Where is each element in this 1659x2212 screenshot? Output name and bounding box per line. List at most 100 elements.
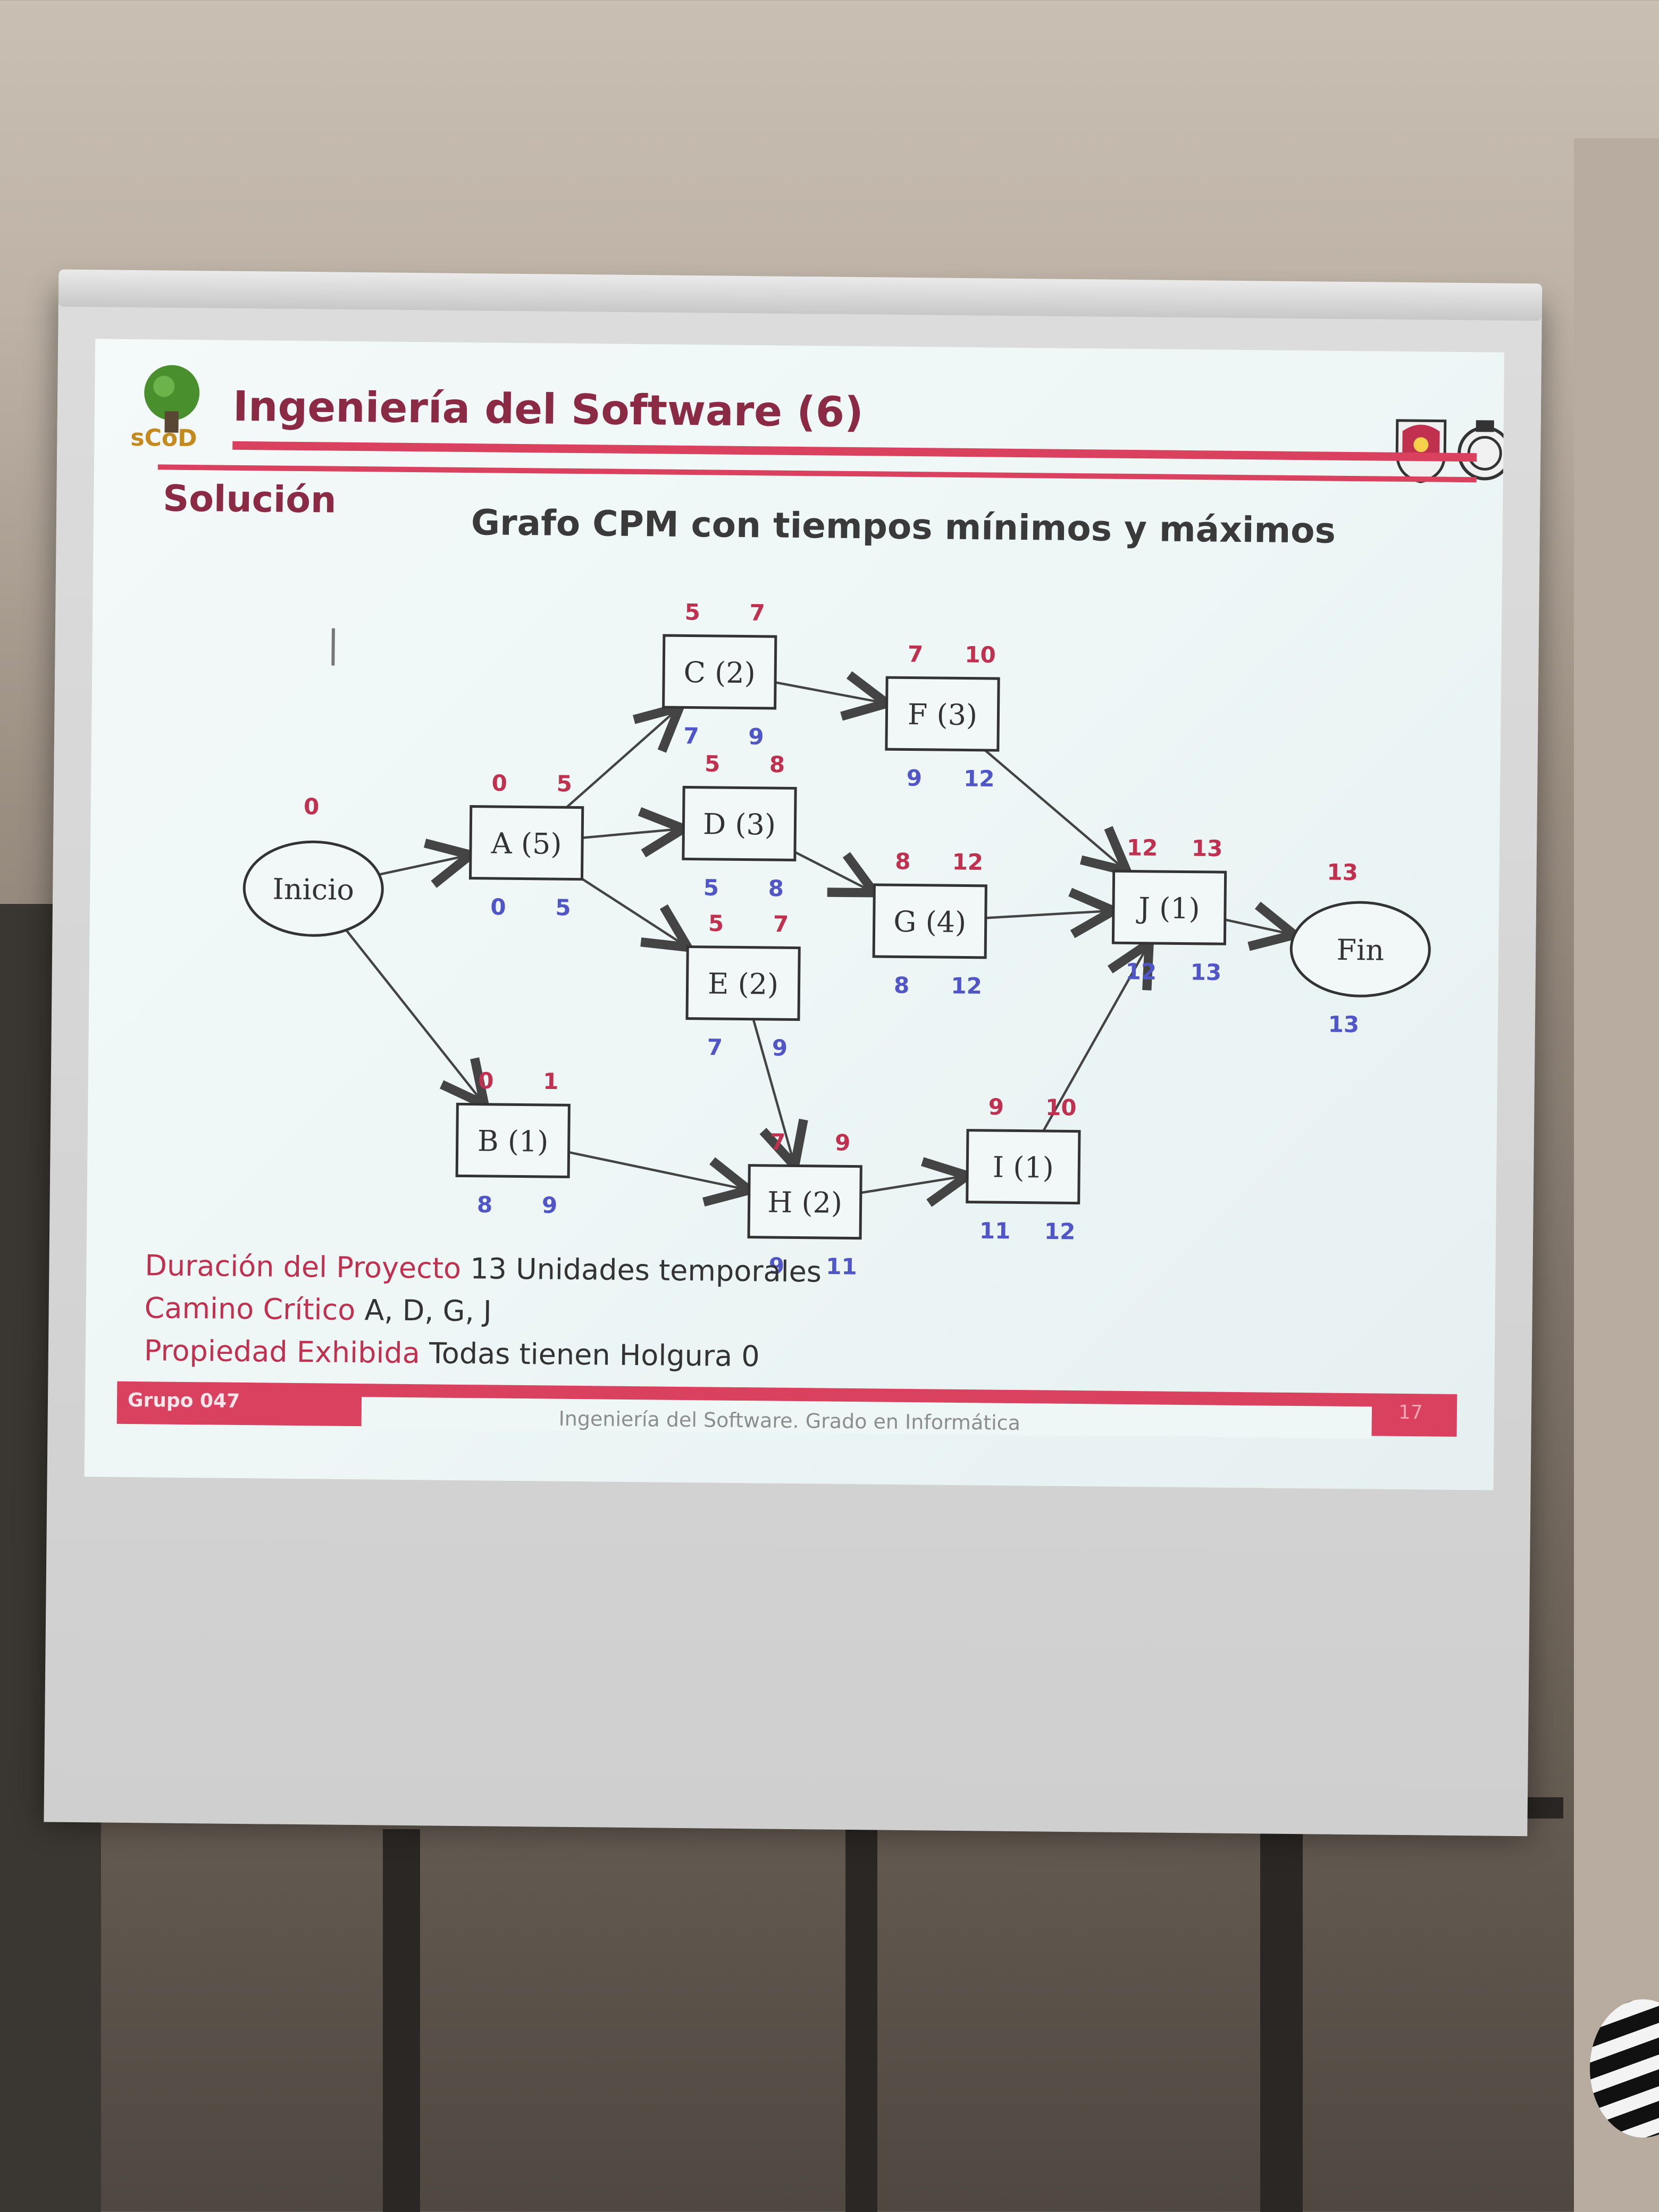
node-F-label: F (3) (908, 698, 978, 732)
node-fin-late-0: 13 (1328, 1011, 1359, 1038)
node-fin-early-0: 13 (1327, 859, 1358, 886)
edge-A-E (581, 877, 688, 948)
node-A-label: A (5) (490, 826, 562, 860)
node-H-late-1: 11 (826, 1253, 857, 1280)
node-C-shape (662, 634, 777, 710)
node-I: I (1) 9 10 11 12 (966, 1094, 1081, 1245)
node-B-shape (455, 1102, 571, 1178)
summary-critical-path: Camino Crítico A, D, G, J (144, 1291, 492, 1328)
node-F-early-0: 7 (908, 641, 924, 667)
node-A-late-0: 0 (490, 894, 506, 920)
node-I-label: I (1) (993, 1151, 1054, 1185)
node-B-late-0: 8 (477, 1192, 493, 1218)
node-E-early-1: 7 (773, 911, 789, 937)
node-G-late-0: 8 (894, 972, 910, 998)
node-fin-shape (1289, 901, 1431, 998)
node-fin-label: Fin (1336, 933, 1384, 967)
edge-E-H (752, 1019, 796, 1166)
edge-G-J (985, 909, 1113, 919)
node-I-early-0: 9 (988, 1094, 1004, 1120)
node-C-late-1: 9 (748, 724, 764, 750)
summary-duration: Duración del Proyecto 13 Unidades tempor… (145, 1249, 822, 1288)
node-J-early-1: 13 (1192, 835, 1223, 862)
footer-page-number: 17 (1398, 1401, 1423, 1424)
edge-B-H (568, 1151, 750, 1190)
node-B-label: B (1) (477, 1124, 549, 1158)
projected-slide: sCoD Ingeniería del Software (6) Solució… (84, 339, 1505, 1490)
node-A-shape (468, 805, 584, 881)
node-C-early-1: 7 (749, 600, 765, 626)
node-I-late-0: 11 (979, 1218, 1011, 1244)
node-H-late-0: 9 (769, 1253, 785, 1279)
background-wall-right (1574, 138, 1659, 2212)
node-D-early-0: 5 (705, 751, 720, 777)
node-A-late-1: 5 (555, 894, 571, 920)
edge-A-C (566, 706, 680, 809)
node-E-late-0: 7 (707, 1034, 723, 1060)
node-J: J (1) 12 13 12 13 (1111, 834, 1227, 986)
summary-critical-path-key: Camino Crítico (144, 1291, 356, 1327)
edge-inicio-A (379, 854, 471, 875)
node-H-early-0: 7 (770, 1129, 786, 1155)
summary-property-key: Propiedad Exhibida (144, 1334, 421, 1370)
node-H-early-1: 9 (835, 1129, 851, 1155)
node-A: A (5) 0 5 0 5 (468, 770, 584, 920)
node-C-early-0: 5 (684, 599, 700, 625)
node-H-shape (747, 1164, 862, 1240)
node-I-early-1: 10 (1045, 1094, 1077, 1121)
summary-duration-value: 13 Unidades temporales (470, 1252, 822, 1289)
node-I-late-1: 12 (1044, 1218, 1076, 1245)
node-E-label: E (2) (708, 967, 779, 1001)
node-fin: Fin 13 13 (1289, 859, 1431, 1038)
node-J-late-1: 13 (1190, 959, 1221, 986)
edge-C-F (775, 682, 887, 703)
university-crest-icon (1395, 419, 1447, 483)
edge-H-I (860, 1175, 967, 1194)
node-E: E (2) 5 7 7 9 (685, 910, 801, 1061)
edges-layer (345, 678, 1296, 1197)
summary-duration-key: Duración del Proyecto (145, 1249, 462, 1285)
node-inicio-label: Inicio (272, 873, 354, 907)
node-C: C (2) 5 7 7 9 (662, 599, 777, 750)
edge-inicio-B (345, 929, 486, 1104)
node-J-late-0: 12 (1125, 958, 1157, 985)
node-E-shape (685, 945, 801, 1021)
screen-roller (58, 269, 1543, 321)
node-I-shape (966, 1129, 1081, 1205)
node-C-label: C (2) (683, 656, 756, 690)
node-G-shape (872, 883, 987, 959)
summary-critical-path-value: A, D, G, J (364, 1293, 492, 1328)
summary-property-value: Todas tienen Holgura 0 (429, 1336, 760, 1373)
node-F-late-1: 12 (963, 765, 995, 792)
node-B-early-1: 1 (543, 1068, 559, 1094)
node-D-late-1: 8 (768, 875, 784, 901)
projection-screen: sCoD Ingeniería del Software (6) Solució… (44, 269, 1543, 1837)
node-A-early-1: 5 (556, 770, 572, 797)
node-G-early-1: 12 (952, 849, 983, 875)
node-C-late-0: 7 (683, 723, 699, 749)
summary-property: Propiedad Exhibida Todas tienen Holgura … (144, 1334, 760, 1373)
edge-F-J (984, 749, 1128, 872)
node-A-early-0: 0 (491, 770, 507, 796)
node-D-early-1: 8 (769, 751, 785, 777)
node-D-shape (682, 785, 797, 861)
svg-text:sCoD: sCoD (130, 424, 197, 452)
edge-D-G (794, 851, 875, 892)
node-D-late-0: 5 (703, 875, 719, 901)
node-G-label: G (4) (893, 905, 966, 939)
node-E-early-0: 5 (708, 910, 724, 936)
node-H-label: H (2) (767, 1185, 842, 1219)
node-J-label: J (1) (1136, 891, 1200, 925)
node-E-late-1: 9 (772, 1035, 788, 1061)
stand-leg-center (845, 1829, 877, 2212)
stand-leg-right (1260, 1819, 1303, 2212)
edge-I-J (1042, 942, 1149, 1132)
node-J-early-0: 12 (1127, 834, 1158, 861)
